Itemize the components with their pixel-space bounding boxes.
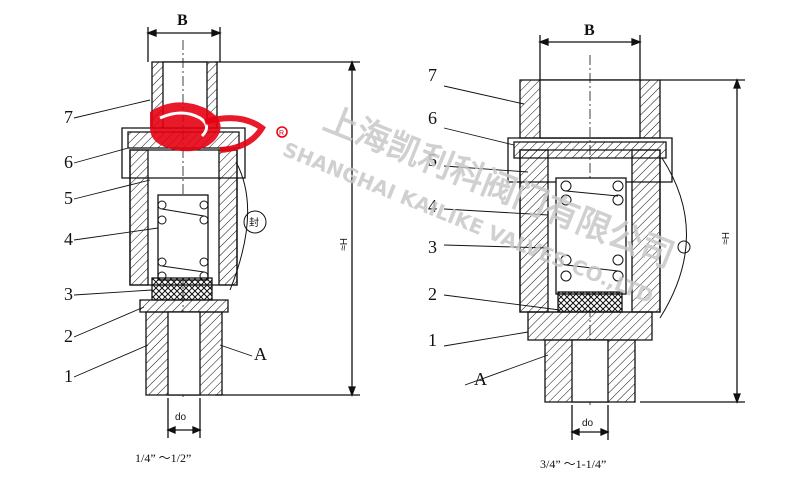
right-valve-section	[443, 35, 745, 440]
left-part-7: 7	[64, 107, 73, 127]
left-part-4: 4	[64, 229, 73, 249]
right-part-6: 6	[428, 108, 437, 128]
left-label-a: A	[254, 344, 267, 364]
right-part-3: 3	[428, 237, 437, 257]
right-dim-h: H≈	[719, 232, 730, 245]
left-dim-do: do	[175, 412, 187, 423]
right-dim-b: B	[584, 22, 595, 39]
company-logo-icon: R	[150, 102, 288, 153]
right-part-7: 7	[428, 65, 437, 85]
right-part-1: 1	[428, 330, 437, 350]
left-part-6: 6	[64, 152, 73, 172]
left-dim-b: B	[177, 12, 188, 29]
left-part-1: 1	[64, 366, 73, 386]
right-part-4: 4	[428, 196, 437, 216]
svg-text:R: R	[279, 130, 284, 137]
right-part-5: 5	[428, 150, 437, 170]
left-part-5: 5	[64, 188, 73, 208]
left-part-3: 3	[64, 284, 73, 304]
left-caption: 1/4” ～1/2”	[135, 451, 191, 465]
right-part-2: 2	[428, 284, 437, 304]
left-part-numbers: 7 6 5 4 3 2 1	[64, 107, 73, 386]
right-dim-do: do	[582, 418, 594, 429]
right-part-numbers: 7 6 5 4 3 2 1	[428, 65, 437, 350]
left-valve-section	[73, 27, 360, 438]
right-label-a: A	[474, 369, 487, 389]
left-part-2: 2	[64, 326, 73, 346]
right-caption: 3/4” ～1-1/4”	[540, 457, 606, 471]
left-dim-h: H≈	[337, 238, 348, 251]
left-seal-label: 封	[249, 216, 259, 229]
